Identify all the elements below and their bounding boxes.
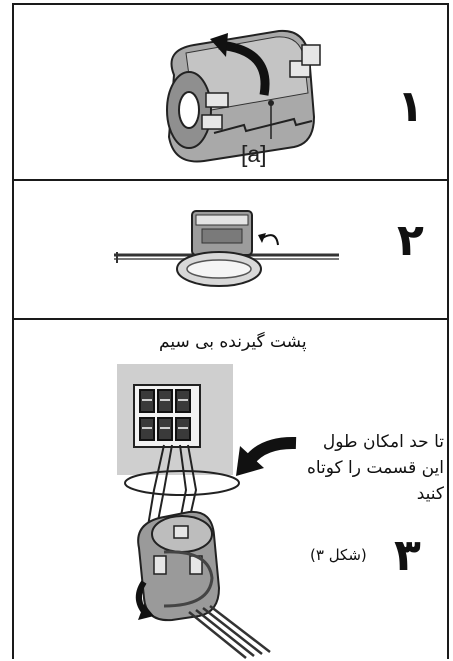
step-1-panel: [a] ١ [12,3,449,181]
step-2-panel: ٢ [12,179,449,320]
shorten-instruction-line-2: این قسمت را کوتاه [306,458,444,478]
step-3-panel: پشت گیرنده بی سیم [12,318,449,659]
step-3-number: ٣ [394,530,421,581]
receiver-cable-ferrite-illustration [117,364,297,659]
wireless-receiver-back-caption: پشت گیرنده بی سیم [159,332,307,352]
figure-reference: (شکل ٣) [310,546,367,564]
shorten-instruction-line-3: کنید [416,484,444,504]
step-2-number: ٢ [397,215,424,266]
ferrite-core-cable-illustration [114,210,339,287]
shorten-instruction-line-1: تا حد امکان طول [322,432,444,452]
step-1-number: ١ [397,81,424,132]
callout-label-a: [a] [241,141,267,167]
ferrite-core-open-illustration [166,29,321,163]
